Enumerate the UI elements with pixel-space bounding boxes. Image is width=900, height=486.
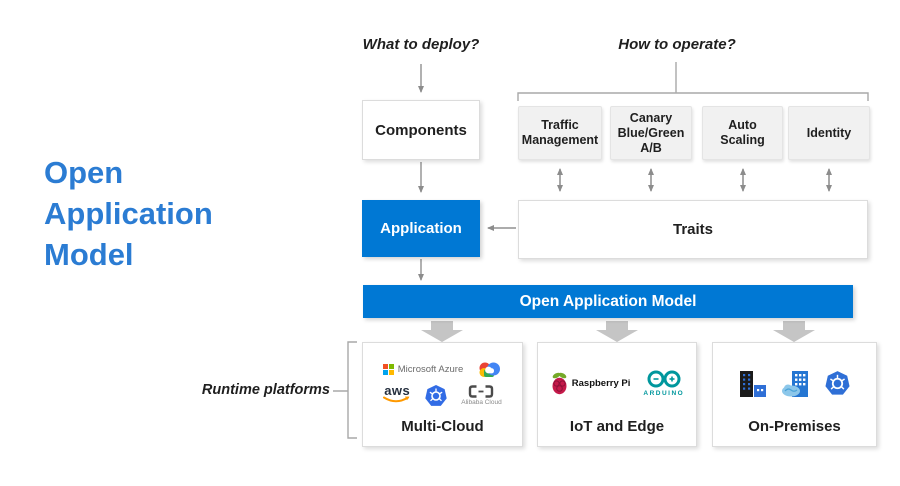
arduino-logo: ARDUINO — [643, 370, 684, 397]
platform-iot-edge: Raspberry Pi ARDUINO IoT and Edge — [537, 342, 697, 447]
multi-cloud-label: Multi-Cloud — [401, 418, 484, 435]
platform-multi-cloud: Microsoft Azure aws — [362, 342, 523, 447]
iot-edge-logo-row: Raspberry Pi ARDUINO — [538, 370, 696, 397]
kubernetes-icon — [425, 384, 447, 406]
alibaba-cloud-icon — [469, 385, 494, 398]
office-building-icon — [740, 370, 766, 397]
iot-edge-logo-area: Raspberry Pi ARDUINO — [538, 343, 696, 418]
application-node: Application — [362, 200, 480, 257]
on-premises-label: On-Premises — [748, 418, 841, 435]
traits-group-bracket — [517, 92, 869, 101]
multi-cloud-logo-area: Microsoft Azure aws — [363, 343, 522, 418]
page-title-line: Application — [44, 196, 213, 231]
iot-edge-label: IoT and Edge — [569, 418, 665, 435]
how-to-operate-label: How to operate? — [618, 36, 736, 53]
raspberry-pi-label: Raspberry Pi — [571, 378, 631, 389]
page-title-line: Model — [44, 237, 134, 272]
block-arrow-oam-to-multicloud — [421, 321, 463, 342]
block-arrow-oam-to-onprem — [773, 321, 815, 342]
aws-smile-icon — [383, 396, 410, 403]
trait-canary-blue-green-ab: Canary Blue/Green A/B — [610, 106, 692, 160]
runtime-platforms-bracket — [333, 341, 357, 439]
alibaba-cloud-logo: Alibaba Cloud — [461, 385, 502, 406]
page-title-line: Open — [44, 155, 124, 190]
google-cloud-icon — [479, 362, 501, 377]
kubernetes-badge-icon — [825, 371, 850, 395]
on-premises-logo-row — [713, 370, 876, 398]
multi-cloud-logo-row-1: Microsoft Azure — [363, 360, 522, 379]
platform-on-premises: On-Premises — [712, 342, 877, 447]
page-title: Open Application Model — [44, 152, 324, 275]
microsoft-azure-label: Microsoft Azure — [397, 363, 464, 375]
block-arrow-oam-to-iot — [596, 321, 638, 342]
components-node: Components — [362, 100, 480, 160]
trait-identity: Identity — [788, 106, 870, 160]
trait-traffic-management: Traffic Management — [518, 106, 602, 160]
raspberry-pi-logo: Raspberry Pi — [550, 371, 631, 396]
on-premises-logo-area — [713, 343, 876, 418]
microsoft-azure-logo: Microsoft Azure — [382, 363, 464, 375]
traits-node: Traits — [518, 200, 868, 259]
arduino-label: ARDUINO — [643, 390, 685, 397]
trait-auto-scaling: Auto Scaling — [702, 106, 783, 160]
raspberry-pi-icon — [552, 372, 567, 395]
microsoft-logo-icon — [382, 363, 394, 375]
multi-cloud-logo-row-2: aws — [363, 384, 522, 408]
aws-label: aws — [384, 383, 411, 398]
alibaba-cloud-label: Alibaba Cloud — [461, 399, 502, 406]
what-to-deploy-label: What to deploy? — [362, 36, 480, 53]
arduino-icon — [647, 370, 681, 388]
cloud-datacenter-icon — [782, 370, 808, 397]
open-application-model-bar: Open Application Model — [363, 285, 853, 318]
aws-logo: aws — [383, 383, 411, 405]
runtime-platforms-label: Runtime platforms — [201, 382, 330, 398]
